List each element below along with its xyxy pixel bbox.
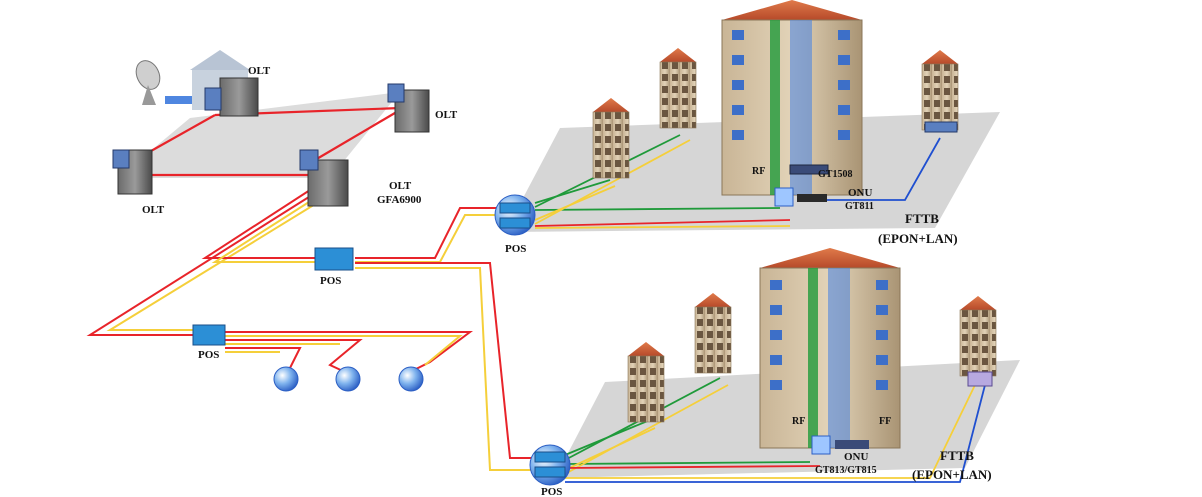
olt-main-device <box>299 149 349 207</box>
onu-top-device <box>774 187 794 207</box>
pos-left-splitter-icon <box>192 324 226 346</box>
building-bottom-3 <box>959 295 997 377</box>
building-bottom-1 <box>627 341 665 423</box>
label-pos-mid: POS <box>320 275 341 287</box>
label-pos-top: POS <box>505 243 526 255</box>
endpoint-ball-1 <box>273 366 299 392</box>
label-fttb-bottom: FTTB <box>940 448 974 463</box>
label-onu-bottom-model: GT813/GT815 <box>815 465 877 476</box>
label-olt-left: OLT <box>142 204 165 216</box>
label-ff-bottom: FF <box>879 416 891 427</box>
label-pos-left: POS <box>198 349 219 361</box>
label-fttb-bottom-sub: (EPON+LAN) <box>912 467 992 482</box>
building-top-3 <box>921 49 959 131</box>
pos-top-splitter-icon <box>494 194 536 236</box>
fiber-feeders <box>86 189 540 471</box>
endpoint-ball-3 <box>398 366 424 392</box>
building-top-2 <box>659 47 697 129</box>
label-rf-bottom: RF <box>792 416 805 427</box>
building-top-1 <box>592 97 630 179</box>
endpoint-ball-2 <box>335 366 361 392</box>
label-olt-top: OLT <box>248 65 271 77</box>
label-olt-main-model: GFA6900 <box>377 194 422 206</box>
satellite-dish-icon <box>135 60 161 105</box>
pos-bottom-splitter-icon <box>529 444 571 486</box>
label-onu-bottom: ONU <box>844 451 869 463</box>
label-olt-right: OLT <box>435 109 458 121</box>
onu-bottom-device <box>811 435 831 455</box>
switch-top-device <box>789 164 829 175</box>
olt-top-device <box>204 77 259 117</box>
building-bottom-main <box>759 248 901 449</box>
label-fttb-top: FTTB <box>905 211 939 226</box>
label-fttb-top-sub: (EPON+LAN) <box>878 231 958 246</box>
pos-mid-splitter-icon <box>314 247 354 271</box>
onu-right-device <box>967 371 993 387</box>
label-rf-top: RF <box>752 166 765 177</box>
platform-core <box>118 92 400 178</box>
olt-left-device <box>112 149 153 195</box>
label-pos-bottom: POS <box>541 486 562 497</box>
label-olt-main: OLT <box>389 180 412 192</box>
label-switch-top-model: GT1508 <box>818 169 852 180</box>
building-bottom-2 <box>694 292 732 374</box>
switch-right-device <box>924 121 958 133</box>
olt-right-device <box>387 83 430 133</box>
onu-top-box <box>797 194 827 202</box>
label-onu-top: ONU <box>848 187 873 199</box>
onu-bottom-box <box>835 440 869 449</box>
label-onu-top-model: GT811 <box>845 201 874 212</box>
